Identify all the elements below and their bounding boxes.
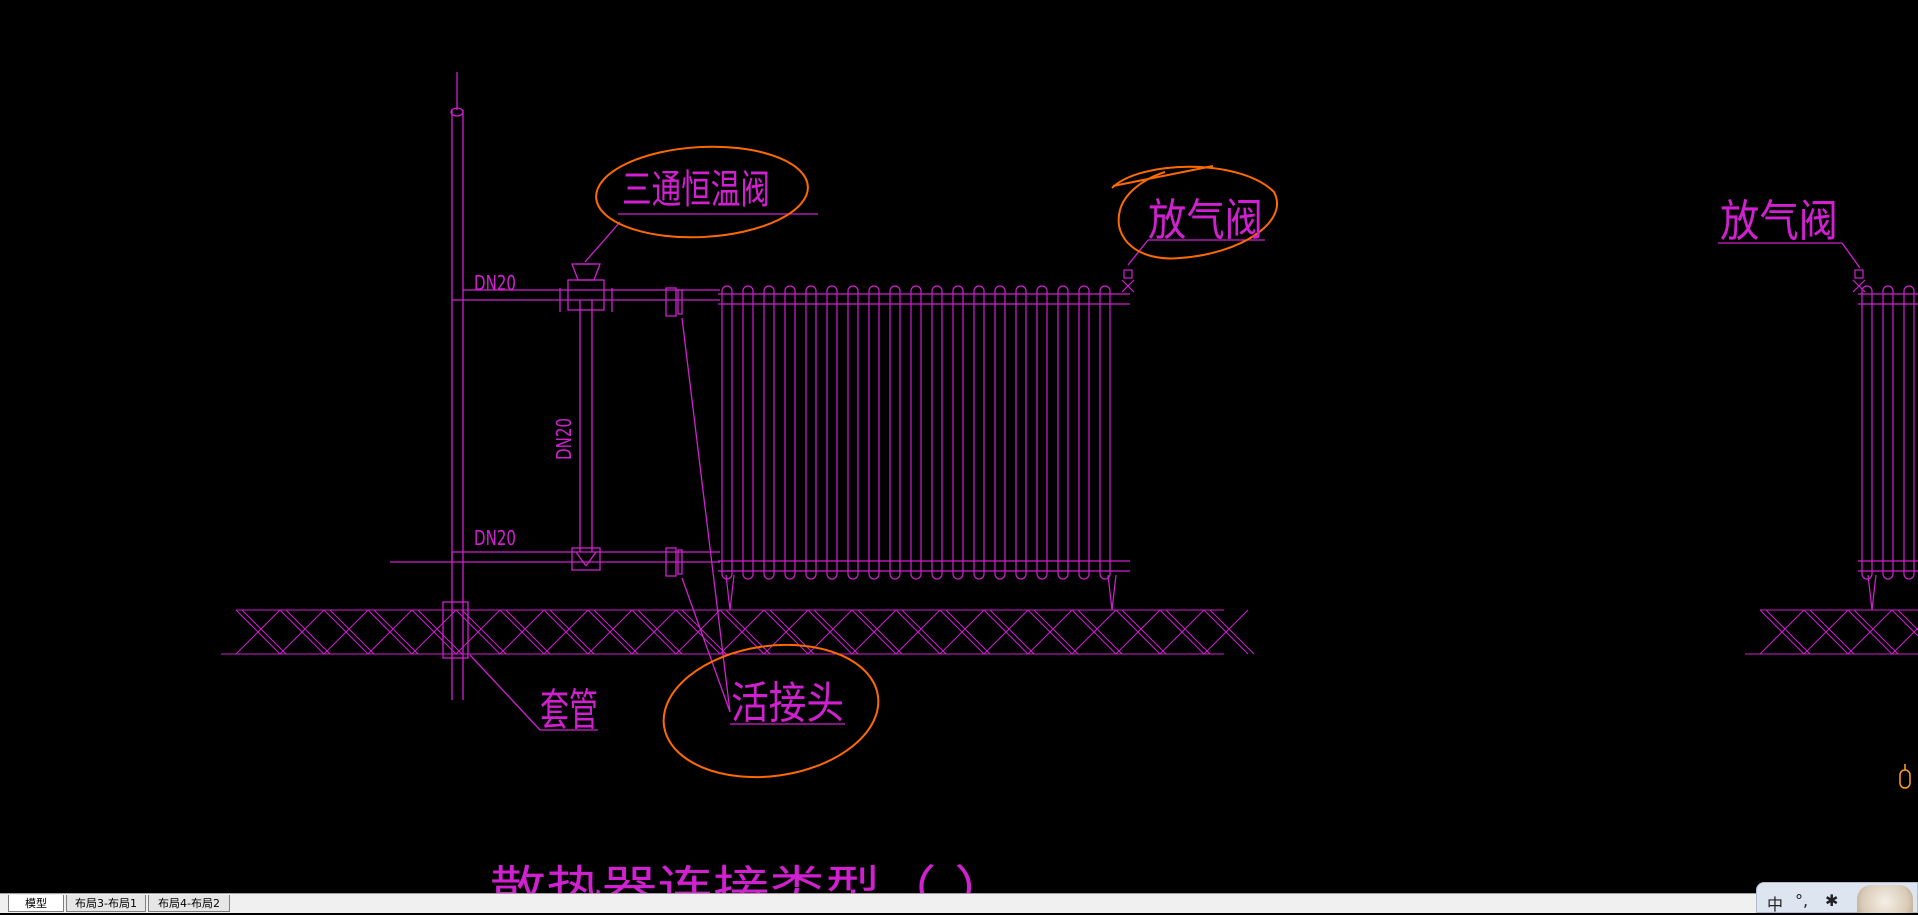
gear-icon[interactable]: ✱ — [1825, 891, 1839, 910]
radiator-left — [718, 285, 1130, 611]
annotation-circles — [595, 145, 1278, 779]
ime-punctuation-toggle[interactable]: °, — [1795, 891, 1809, 910]
label-bottom-title: 散热器连接类型（ ） — [490, 861, 1010, 893]
label-air-valve-right: 放气阀 — [1720, 196, 1838, 247]
ime-mode-toggle[interactable]: 中 — [1767, 895, 1784, 914]
label-thermostatic-valve: 三通恒温阀 — [622, 167, 770, 213]
floor-hatch-right — [1745, 609, 1918, 655]
ucs-marker-icon — [1899, 764, 1911, 789]
tab-layout4-layout2[interactable]: 布局4-布局2 — [148, 895, 230, 912]
pipe-work — [390, 72, 1861, 731]
radiator-right — [1858, 285, 1918, 611]
label-air-valve-left: 放气阀 — [1148, 195, 1263, 246]
air-vent-valve-right — [1852, 269, 1866, 293]
label-dn-vertical: DN20 — [552, 418, 576, 460]
tab-model[interactable]: 模型 — [8, 895, 64, 912]
air-vent-valve-left — [1121, 269, 1135, 293]
circle-thermostatic-valve — [595, 145, 809, 239]
label-union: 活接头 — [731, 678, 844, 729]
tab-layout3-layout1[interactable]: 布局3-布局1 — [66, 895, 146, 912]
label-dn-bottom: DN20 — [474, 526, 516, 550]
cad-model-space[interactable]: 三通恒温阀 放气阀 放气阀 活接头 套管 DN20 DN20 DN20 散热器连… — [0, 0, 1918, 893]
layout-tab-bar: 模型 布局3-布局1 布局4-布局2 — [0, 893, 1918, 913]
label-sleeve: 套管 — [540, 685, 598, 736]
circle-union — [662, 643, 880, 779]
floor-hatch-left — [221, 609, 1255, 655]
radiator-connection-drawing: 三通恒温阀 放气阀 放气阀 活接头 套管 DN20 DN20 DN20 散热器连… — [221, 72, 1918, 893]
ime-skin-avatar — [1857, 885, 1913, 913]
ime-status-panel[interactable]: 中 °, ✱ — [1756, 882, 1918, 914]
label-dn-top: DN20 — [474, 271, 516, 295]
